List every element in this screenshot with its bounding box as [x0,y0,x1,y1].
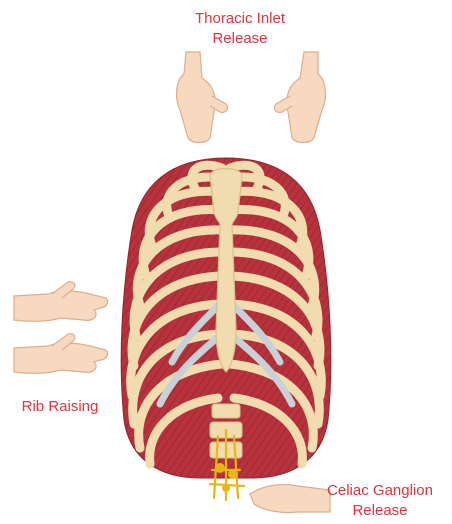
thoracic-inlet-label-line1: Thoracic Inlet [170,10,310,28]
left-hand-palm [177,52,216,143]
celiac-ganglion-label-line2: Release [318,502,442,520]
ganglion-node-2 [228,469,238,479]
celiac-ganglion-label-line1: Celiac Ganglion [318,482,442,500]
right-hand-thoracic-inlet [274,52,325,143]
vertebra-1 [212,404,240,418]
right-hand-palm [287,52,326,143]
rib-raising-label: Rib Raising [10,398,110,416]
ganglion-node-1 [215,463,225,473]
lower-hand-rib-raising [14,334,108,374]
ganglion-node-3 [222,484,230,492]
left-hand-thoracic-inlet [177,52,228,143]
thoracic-inlet-label-line2: Release [170,30,310,48]
upper-hand-rib-raising [14,282,108,322]
